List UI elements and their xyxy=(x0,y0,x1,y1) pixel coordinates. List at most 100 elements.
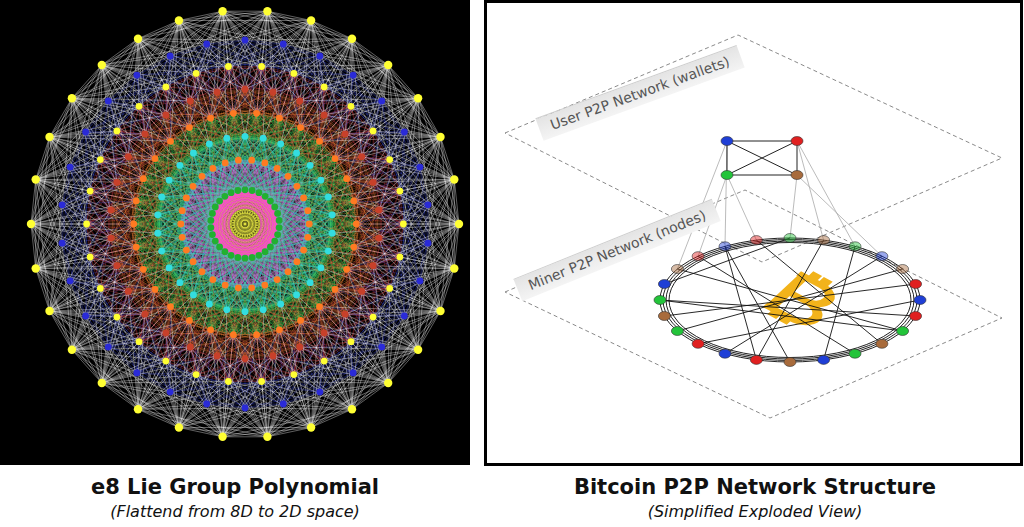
peer-link xyxy=(824,246,855,360)
wallet-node xyxy=(721,171,733,180)
e8-vertex xyxy=(203,401,210,408)
e8-vertex xyxy=(258,63,265,70)
miner-node xyxy=(692,339,704,348)
e8-vertex xyxy=(401,129,408,136)
e8-vertex xyxy=(45,307,53,315)
e8-vertex xyxy=(436,307,444,315)
e8-vertex xyxy=(136,338,143,345)
e8-vertex xyxy=(141,311,148,318)
e8-vertex xyxy=(343,266,350,273)
e8-edges xyxy=(134,113,357,334)
e8-vertex xyxy=(276,326,283,333)
e8-vertex xyxy=(166,265,173,272)
e8-vertex xyxy=(384,61,392,69)
e8-vertex xyxy=(218,7,226,15)
peer-link xyxy=(660,300,916,316)
miner-node xyxy=(849,349,861,358)
e8-vertex xyxy=(321,112,328,119)
e8-vertex xyxy=(114,314,121,321)
miner-node xyxy=(897,327,909,336)
e8-vertex xyxy=(400,221,407,228)
e8-vertex xyxy=(249,187,256,194)
e8-vertex xyxy=(136,103,143,110)
peer-link xyxy=(725,246,756,360)
e8-vertex xyxy=(397,254,404,261)
e8-vertex xyxy=(130,221,137,228)
e8-vertex xyxy=(258,378,265,385)
peer-link xyxy=(664,238,790,284)
e8-vertex xyxy=(235,284,242,291)
e8-vertex xyxy=(175,16,183,24)
e8-vertex xyxy=(125,153,132,160)
e8-vertex xyxy=(97,156,104,163)
e8-vertex xyxy=(140,175,147,182)
e8-vertex xyxy=(87,254,94,261)
miner-node xyxy=(818,355,830,364)
e8-vertex xyxy=(291,70,298,77)
e8-vertex xyxy=(152,286,159,293)
e8-vertex xyxy=(134,405,142,413)
miner-node xyxy=(876,252,888,261)
wallet-edge xyxy=(727,141,797,175)
e8-vertex xyxy=(378,344,385,351)
e8-vertex xyxy=(82,313,89,320)
miner-node xyxy=(784,358,796,367)
e8-vertex xyxy=(256,189,263,196)
e8-vertex xyxy=(242,186,249,193)
e8-vertex xyxy=(417,164,424,171)
e8-vertex xyxy=(325,194,332,201)
e8-vertex xyxy=(133,370,140,377)
e8-vertex xyxy=(208,217,215,224)
peer-link xyxy=(698,300,920,344)
peer-link xyxy=(664,284,915,316)
miner-node xyxy=(671,265,683,274)
e8-vertex xyxy=(68,346,76,354)
e8-vertex xyxy=(167,389,174,396)
e8-vertex xyxy=(242,355,249,362)
e8-vertex xyxy=(82,129,89,136)
e8-vertex xyxy=(27,220,35,228)
e8-vertex xyxy=(190,183,197,190)
e8-vertex xyxy=(242,308,249,315)
e8-vertex xyxy=(59,240,66,247)
e8-vertex xyxy=(141,130,148,137)
e8-vertex xyxy=(376,207,383,214)
e8-background xyxy=(0,0,470,465)
e8-vertex xyxy=(222,193,229,200)
e8-vertex xyxy=(108,235,115,242)
e8-vertex xyxy=(154,211,161,218)
e8-vertex xyxy=(113,262,120,269)
miner-node xyxy=(658,312,670,321)
e8-vertex xyxy=(350,370,357,377)
wallet-link xyxy=(727,175,756,240)
e8-vertex xyxy=(350,72,357,79)
miner-node xyxy=(897,265,909,274)
e8-vertex xyxy=(318,177,325,184)
e8-vertex xyxy=(67,164,74,171)
e8-vertex xyxy=(271,238,278,245)
e8-vertex xyxy=(125,288,132,295)
e8-vertex xyxy=(378,98,385,105)
e8-vertex xyxy=(455,220,463,228)
e8-vertex xyxy=(316,303,323,310)
e8-vertex xyxy=(242,255,249,262)
e8-vertex xyxy=(260,135,267,142)
e8-vertex xyxy=(300,247,307,254)
e8-vertex xyxy=(297,124,304,131)
e8-vertex xyxy=(274,210,281,217)
e8-vertex xyxy=(193,70,200,77)
e8-vertex xyxy=(262,193,269,200)
e8-vertex xyxy=(218,433,226,441)
e8-vertex xyxy=(230,110,237,117)
e8-vertex xyxy=(318,265,325,272)
ring-track xyxy=(660,238,920,362)
e8-vertex xyxy=(235,157,242,164)
e8-vertex xyxy=(297,317,304,324)
e8-vertex xyxy=(177,221,184,228)
e8-vertex xyxy=(199,268,206,275)
miner-node xyxy=(750,236,762,245)
e8-vertex xyxy=(425,240,432,247)
e8-vertex xyxy=(348,338,355,345)
e8-vertex xyxy=(342,311,349,318)
e8-vertex xyxy=(133,244,140,251)
